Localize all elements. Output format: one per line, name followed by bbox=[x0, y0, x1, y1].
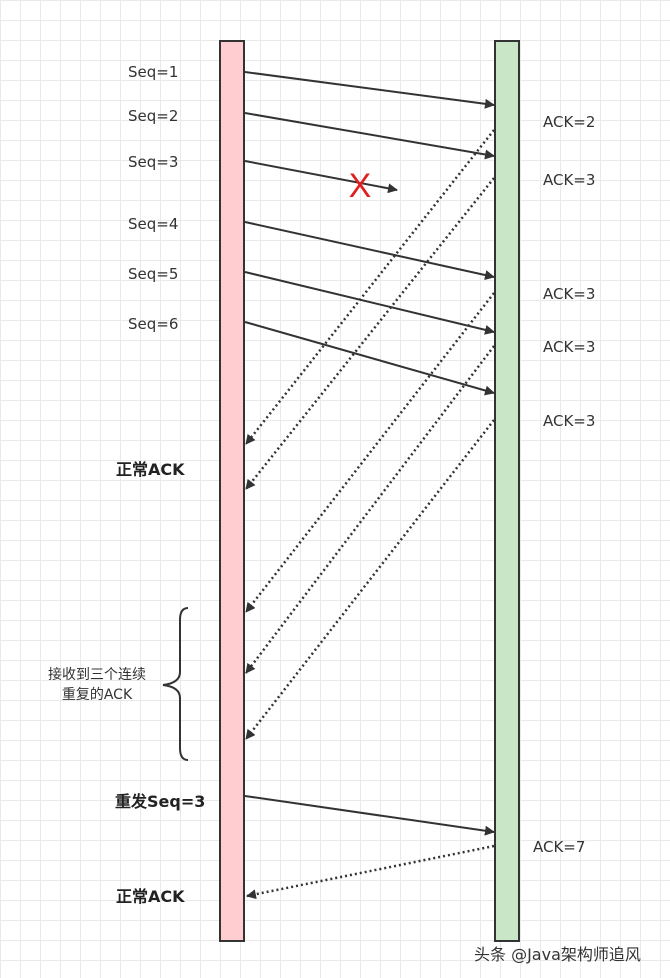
ack-label-3c: ACK=3 bbox=[543, 338, 595, 356]
seq-label-2: Seq=2 bbox=[128, 107, 178, 125]
seq-label-6: Seq=6 bbox=[128, 315, 178, 333]
ack-arrow-2 bbox=[245, 129, 495, 445]
resend-seq-label: 重发Seq=3 bbox=[115, 792, 205, 811]
seq-label-4: Seq=4 bbox=[128, 215, 178, 233]
segment-arrow-resend-seq3 bbox=[244, 795, 495, 836]
ack-label-3a: ACK=3 bbox=[543, 171, 595, 189]
ack-arrow-3a bbox=[245, 177, 495, 490]
segment-arrow-seq4 bbox=[244, 221, 495, 280]
ack-arrow-3c bbox=[245, 345, 495, 674]
ack-arrow-7 bbox=[246, 844, 495, 900]
ack-label-3d: ACK=3 bbox=[543, 412, 595, 430]
segment-arrow-seq3-lost bbox=[244, 160, 398, 194]
seq-label-1: Seq=1 bbox=[128, 63, 178, 81]
segment-arrow-seq6 bbox=[244, 321, 495, 396]
ack-arrow-3b bbox=[245, 292, 495, 613]
duplicate-ack-label-line1: 接收到三个连续 bbox=[48, 666, 146, 683]
ack-label-7: ACK=7 bbox=[533, 838, 585, 856]
segment-arrow-seq2 bbox=[244, 112, 495, 160]
ack-label-2: ACK=2 bbox=[543, 113, 595, 131]
receiver-timeline bbox=[494, 40, 520, 942]
seq-label-5: Seq=5 bbox=[128, 265, 178, 283]
watermark-text: 头条 @Java架构师追风 bbox=[474, 945, 641, 964]
lost-packet-mark: X bbox=[349, 167, 372, 205]
segment-arrow-seq5 bbox=[244, 271, 495, 335]
ack-arrow-3d bbox=[245, 419, 495, 740]
normal-ack-label-2: 正常ACK bbox=[116, 887, 185, 906]
normal-ack-label-1: 正常ACK bbox=[116, 460, 185, 479]
duplicate-ack-label-line2: 重复的ACK bbox=[62, 686, 133, 703]
seq-label-3: Seq=3 bbox=[128, 153, 178, 171]
ack-label-3b: ACK=3 bbox=[543, 285, 595, 303]
segment-arrow-seq1 bbox=[244, 71, 495, 109]
sender-timeline bbox=[219, 40, 245, 942]
duplicate-ack-brace bbox=[162, 607, 189, 761]
